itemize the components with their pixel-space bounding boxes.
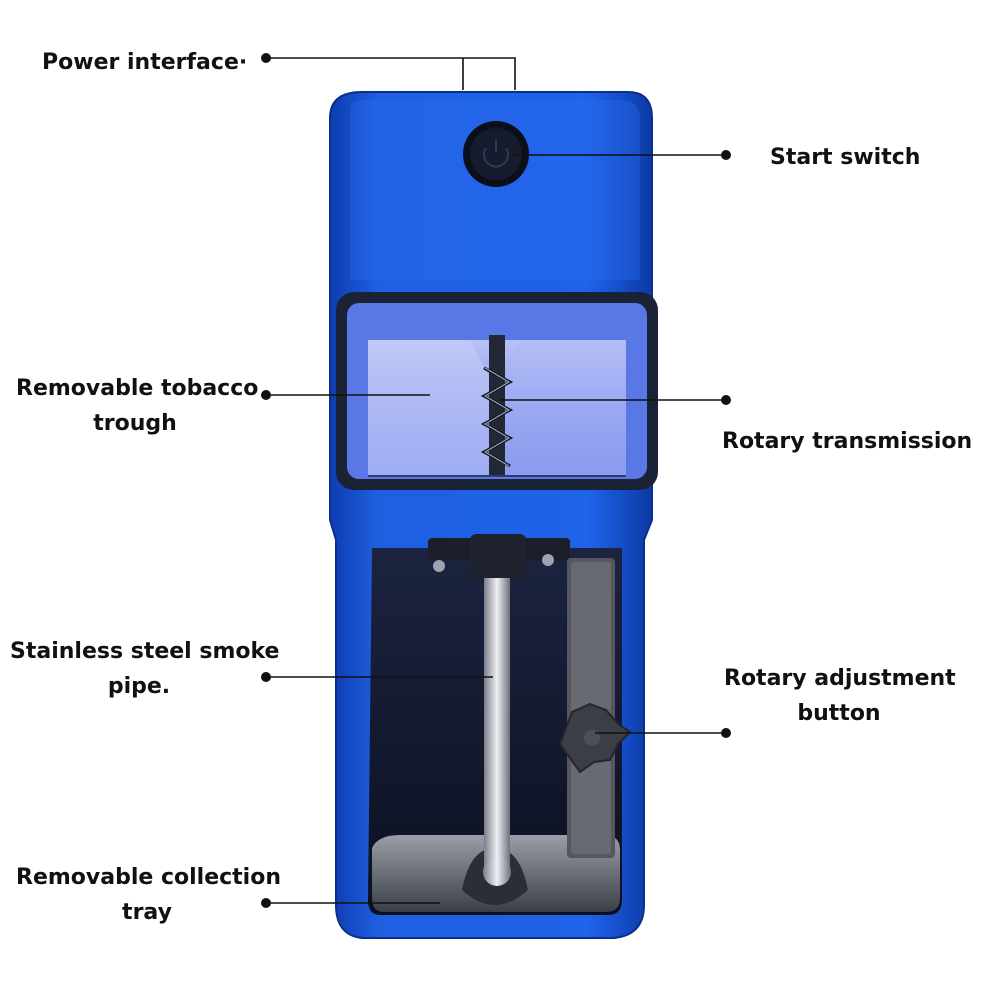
power-interface-label: Power interface· (42, 50, 248, 75)
rotary-adjustment-label-line1: Rotary adjustment (724, 666, 956, 691)
smoke-pipe-label: Stainless steel smoke pipe. (10, 634, 280, 704)
rotary-transmission-spring (480, 335, 514, 475)
collection-tray-dot (261, 898, 271, 908)
tobacco-trough-dot (261, 390, 271, 400)
collection-tray-label-line2: tray (122, 900, 172, 925)
smoke-pipe-dot (261, 672, 271, 682)
power-interface-dot (261, 53, 271, 63)
tobacco-trough-label-line1: Removable tobacco (16, 376, 259, 401)
steel-smoke-pipe (428, 534, 570, 886)
power-interface-leader (266, 57, 516, 90)
leader-dots (261, 53, 731, 908)
smoke-pipe-label-line2: pipe. (107, 674, 171, 699)
rotary-adjustment-label-line2: button (797, 701, 881, 726)
tobacco-trough-label-line2: trough (93, 411, 177, 436)
start-switch-button (463, 121, 529, 187)
rotary-adjustment-label: Rotary adjustment button (724, 661, 956, 731)
tobacco-trough-label: Removable tobacco trough (16, 371, 259, 441)
leader-lines (266, 57, 726, 904)
start-switch-label: Start switch (770, 145, 921, 170)
smoke-pipe-label-line1: Stainless steel smoke (10, 639, 280, 664)
rotary-transmission-label: Rotary transmission (722, 429, 973, 454)
start-switch-dot (721, 150, 731, 160)
collection-tray-label-line1: Removable collection (16, 865, 281, 890)
rotary-adjustment-dot (721, 728, 731, 738)
collection-tray-label: Removable collection tray (16, 860, 281, 930)
rotary-transmission-dot (721, 395, 731, 405)
rotary-adjustment-knob (558, 558, 632, 858)
